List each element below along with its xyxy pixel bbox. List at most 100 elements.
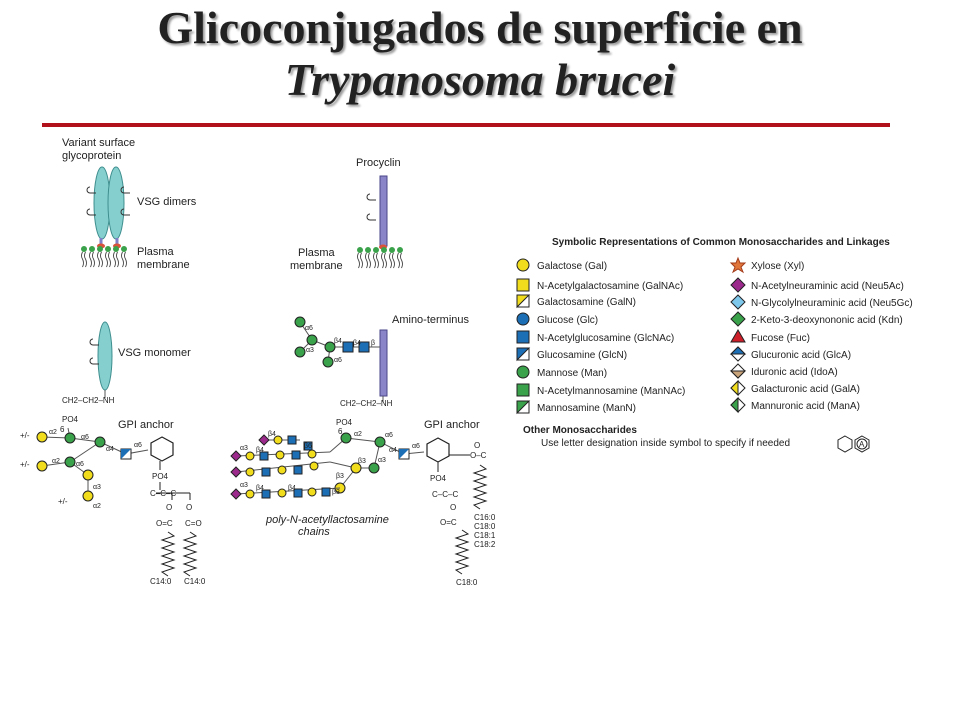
proc-fa-2: C18:0	[474, 522, 496, 531]
svg-text:β3: β3	[332, 489, 340, 496]
neu5ac-diamond-icon	[730, 277, 746, 293]
svg-text:β4: β4	[334, 338, 342, 345]
svg-text:α3: α3	[240, 482, 248, 489]
svg-text:α6: α6	[412, 443, 420, 450]
other-letter: A	[859, 440, 865, 449]
slide-title: Glicoconjugados de superficie en Trypano…	[0, 2, 960, 106]
man-circle-icon	[516, 365, 530, 379]
svg-text:α2: α2	[52, 458, 60, 465]
procyclin-rod	[379, 175, 388, 247]
xyl-star-icon	[729, 256, 747, 274]
vsg-dimers-label: VSG dimers	[137, 196, 197, 208]
svg-text:β6: β6	[304, 443, 312, 450]
svg-text:α3: α3	[93, 484, 101, 491]
svg-text:O: O	[474, 441, 480, 450]
svg-text:α6: α6	[385, 432, 393, 439]
svg-text:C=O: C=O	[185, 519, 202, 528]
gal-circle-icon	[82, 469, 94, 481]
pm-1: +/-	[20, 431, 30, 440]
legend-left-5: Glucosamine (GlcN)	[537, 350, 627, 361]
legend-right-7: Galacturonic acid (GalA)	[751, 384, 860, 395]
svg-text:α2: α2	[93, 503, 101, 510]
fuc-triangle-icon	[730, 329, 746, 343]
pm-3: +/-	[58, 497, 68, 506]
vsg-linker: CH2–CH2–NH	[62, 396, 115, 405]
legend-right-5: Glucuronic acid (GlcA)	[751, 350, 851, 361]
svg-text:α3: α3	[306, 347, 314, 354]
neu5gc-diamond-icon	[730, 294, 746, 310]
proc-po4: PO4	[336, 418, 353, 427]
vsg-fa-2: C14:0	[184, 577, 206, 586]
svg-text:O=C: O=C	[440, 518, 457, 527]
svg-text:O: O	[186, 503, 192, 512]
legend-left-1: N-Acetylgalactosamine (GalNAc)	[537, 281, 683, 292]
vsg-label-1: Variant surface	[62, 137, 135, 149]
legend-right-4: Fucose (Fuc)	[751, 333, 810, 344]
proc-fa-1: C16:0	[474, 513, 496, 522]
proc-six: 6	[338, 427, 343, 436]
proc-po4-2: PO4	[430, 474, 447, 483]
proc-linker: CH2–CH2–NH	[340, 399, 393, 408]
proc-pm-2: membrane	[290, 260, 343, 272]
svg-text:α6: α6	[334, 357, 342, 364]
gala-diamond-icon	[730, 379, 746, 397]
legend-left-7: N-Acetylmannosamine (ManNAc)	[537, 386, 685, 397]
glcnac-square-icon	[516, 330, 530, 344]
gal-circle-icon	[36, 460, 48, 472]
svg-text:β4: β4	[256, 485, 264, 492]
legend-left-8: Mannosamine (ManN)	[537, 403, 636, 414]
vsg-gpi-label: GPI anchor	[118, 419, 174, 431]
vsg-po4: PO4	[62, 415, 79, 424]
svg-text:β4: β4	[268, 431, 276, 438]
gal-circle-icon	[82, 490, 94, 502]
vsg-monomer-label: VSG monomer	[118, 347, 191, 359]
other-text: Use letter designation inside symbol to …	[541, 438, 790, 449]
procyclin-membrane	[356, 246, 404, 269]
svg-text:β4: β4	[256, 447, 264, 454]
title-rule	[42, 123, 890, 127]
vsg-fa-1: C14:0	[150, 577, 172, 586]
legend-right-1: N-Acetylneuraminic acid (Neu5Ac)	[751, 281, 904, 292]
gal-circle-icon	[36, 431, 48, 443]
monosaccharide-legend: Symbolic Representations of Common Monos…	[516, 237, 913, 453]
svg-text:β3: β3	[358, 458, 366, 465]
proc-pm-1: Plasma	[298, 247, 336, 259]
legend-left-3: Glucose (Glc)	[537, 315, 598, 326]
galnac-square-icon	[516, 278, 530, 292]
proc-gpi-label: GPI anchor	[424, 419, 480, 431]
procyclin-panel: Procyclin Plasma membrane Amino-terminus…	[230, 157, 496, 587]
proc-fa-4: C18:2	[474, 540, 496, 549]
title-line-1: Glicoconjugados de superficie en	[157, 2, 803, 53]
vsg-dimer-b	[107, 166, 125, 240]
man-circle-icon	[64, 432, 76, 444]
svg-text:β4: β4	[353, 340, 361, 347]
svg-text:C–C–C: C–C–C	[150, 489, 176, 498]
man-circle-icon	[94, 436, 106, 448]
galn-halfsquare-icon	[516, 294, 531, 309]
glcn-halfsquare-icon	[516, 347, 531, 362]
glca-diamond-icon	[729, 346, 747, 362]
vsg-panel: Variant surface glycoprotein VSG dimers …	[20, 137, 206, 586]
svg-text:α6: α6	[76, 461, 84, 468]
svg-text:α6: α6	[134, 442, 142, 449]
glc-circle-icon	[516, 312, 530, 326]
man-circle-icon	[64, 456, 76, 468]
svg-text:α3: α3	[240, 445, 248, 452]
mannac-square-icon	[516, 383, 530, 397]
vsg-label-2: glycoprotein	[62, 150, 121, 162]
vsg-pm-1: Plasma	[137, 246, 175, 258]
svg-text:α3: α3	[378, 457, 386, 464]
legend-heading: Symbolic Representations of Common Monos…	[552, 237, 890, 248]
svg-text:O–C: O–C	[470, 451, 487, 460]
legend-left-2: Galactosamine (GalN)	[537, 297, 636, 308]
kdn-diamond-icon	[730, 311, 746, 327]
legend-left-0: Galactose (Gal)	[537, 261, 607, 272]
svg-text:β3: β3	[336, 473, 344, 480]
hexagon-icon	[837, 435, 853, 453]
vsg-six: 6	[60, 425, 65, 434]
vsg-pm-2: membrane	[137, 259, 190, 271]
svg-text:α6: α6	[81, 434, 89, 441]
legend-left-4: N-Acetylglucosamine (GlcNAc)	[537, 333, 674, 344]
svg-text:O: O	[166, 503, 172, 512]
